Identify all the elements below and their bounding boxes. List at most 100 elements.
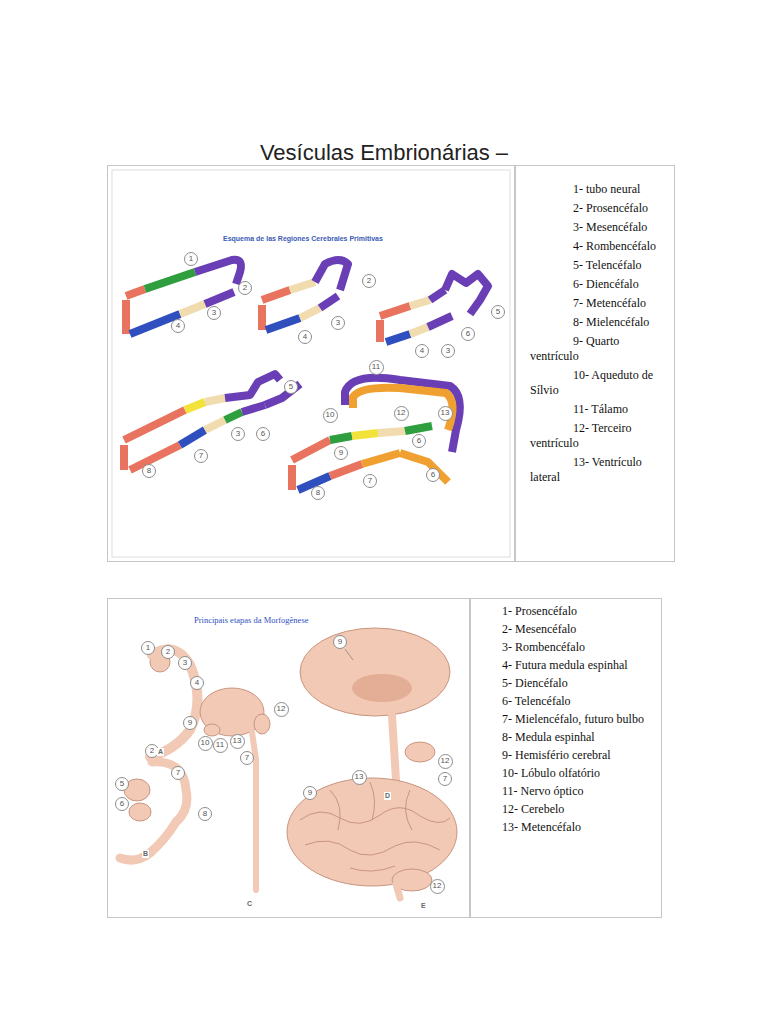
- legend-item: 10- Aqueduto de Sílvio: [530, 368, 668, 398]
- legend-item: 7- Mielencéfalo, futuro bulbo: [481, 710, 655, 728]
- flexure-stage: [242, 405, 265, 412]
- legend-item: 8- Medula espinhal: [481, 728, 655, 746]
- figure-caption: Esquema de las Regiones Cerebrales Primi…: [223, 235, 383, 243]
- callout-circle: 7: [171, 766, 185, 780]
- legend-item: 2- Prosencéfalo: [530, 201, 668, 216]
- callout-number: 8: [203, 810, 207, 818]
- legend-item: 6- Diencéfalo: [530, 277, 668, 292]
- flexure-stage: [205, 398, 225, 402]
- flexure-stage: [225, 374, 280, 398]
- ventricle-stage: [353, 388, 453, 430]
- legend-item: 13- Ventrículo lateral: [530, 455, 668, 485]
- flexure-stage: [205, 420, 225, 430]
- callout-circle: 7: [363, 474, 377, 488]
- legend-cell: 1- tubo neural2- Prosencéfalo3- Mesencéf…: [515, 165, 675, 562]
- callout-number: 4: [176, 322, 180, 330]
- callout-circle: 11: [213, 738, 228, 753]
- callout-number: 8: [316, 489, 320, 497]
- ventricle-stage: [345, 378, 460, 452]
- brain-stage-e: [305, 841, 440, 855]
- callout-number: 2: [367, 277, 371, 285]
- neural-tube-stage: [145, 272, 195, 289]
- embryo-stage-b: [120, 762, 187, 860]
- ventricle-stage: [378, 431, 405, 433]
- callout-number: 7: [245, 754, 249, 762]
- callout-circle: 4: [298, 330, 312, 344]
- callout-number: 2: [243, 284, 247, 292]
- callout-number: 11: [216, 741, 224, 749]
- legend-item: 12- Terceiro ventrículo: [530, 421, 668, 451]
- three-vesicle-stage: [320, 296, 338, 308]
- callout-number: 13: [355, 773, 364, 781]
- three-vesicle-stage: [262, 290, 290, 300]
- callout-number: 2: [150, 747, 154, 755]
- callout-circle: 3: [231, 427, 245, 441]
- callout-circle: 2: [161, 645, 175, 659]
- brain-stage-d: [300, 628, 450, 716]
- callout-number: 6: [466, 330, 470, 338]
- callout-circle: 6: [256, 427, 270, 441]
- legend-item: 12- Cerebelo: [481, 800, 655, 818]
- legend-item: 4- Rombencéfalo: [530, 239, 668, 254]
- callout-number: 10: [326, 411, 335, 419]
- brain-stage-d: [405, 742, 435, 762]
- flexure-stage: [225, 412, 242, 420]
- flexure-stage: [180, 430, 205, 445]
- callout-circle: 9: [334, 446, 348, 460]
- callout-number: 6: [431, 471, 435, 479]
- callout-circle: 9: [183, 716, 197, 730]
- callout-circle: 12: [394, 406, 409, 421]
- brain-stage-d: [392, 716, 396, 780]
- three-vesicle-stage: [266, 318, 300, 330]
- callout-circle: 1: [141, 641, 155, 655]
- callout-number: 12: [433, 882, 442, 890]
- stage-letter: A: [157, 748, 164, 756]
- five-vesicle-stage: [428, 316, 452, 327]
- ventricle-stage: [292, 378, 460, 490]
- five-vesicle-stage: [445, 274, 488, 314]
- brain-stage-e: [370, 782, 375, 820]
- callout-number: 9: [338, 638, 342, 646]
- legend-item: 7- Metencéfalo: [530, 296, 668, 311]
- callout-circle: 12: [274, 702, 289, 717]
- brain-stage-e: [300, 808, 450, 824]
- callout-circle: 1: [184, 252, 198, 266]
- callout-number: 8: [147, 467, 151, 475]
- callout-circle: 6: [115, 797, 129, 811]
- figure-frame: [112, 170, 510, 557]
- callout-circle: 3: [178, 656, 192, 670]
- legend-item: 13- Metencéfalo: [481, 818, 655, 836]
- callout-circle: 5: [115, 777, 129, 791]
- five-vesicle-stage: [410, 300, 430, 306]
- callout-circle: 8: [142, 464, 156, 478]
- neural-tube-stage: [126, 260, 241, 334]
- callout-number: 7: [176, 769, 180, 777]
- callout-circle: 12: [430, 879, 445, 894]
- flexure-stage: [130, 445, 180, 470]
- figure-caption: Principais etapas da Morfogênese: [194, 615, 308, 625]
- ventricle-stage: [330, 436, 352, 440]
- callout-circle: 13: [352, 770, 367, 785]
- legend-cell: 1- Prosencéfalo2- Mesencéfalo3- Rombencé…: [470, 598, 662, 918]
- flexure-stage: [124, 410, 185, 440]
- callout-circle: 5: [491, 305, 505, 319]
- legend-item: 10- Lóbulo olfatório: [481, 764, 655, 782]
- callout-number: 13: [233, 737, 242, 745]
- callout-circle: 13: [438, 406, 453, 421]
- callout-circle: 7: [194, 449, 208, 463]
- callout-circle: 5: [284, 380, 298, 394]
- callout-circle: 8: [311, 486, 325, 500]
- brain-stage-d: [345, 649, 353, 660]
- stage-letter: C: [246, 900, 253, 908]
- stage-letter: D: [384, 792, 391, 800]
- neural-tube-stage: [180, 304, 205, 314]
- brain-stage-d: [352, 674, 412, 702]
- stage-letter: B: [142, 850, 149, 858]
- legend-item: 3- Rombencéfalo: [481, 638, 655, 656]
- five-vesicle-stage: [410, 327, 428, 334]
- embryo-stage-c: [204, 724, 220, 736]
- ventricle-stage: [352, 433, 378, 436]
- callout-number: 7: [199, 452, 203, 460]
- neural-tube-stage: [122, 300, 130, 334]
- callout-circle: 2: [362, 274, 376, 288]
